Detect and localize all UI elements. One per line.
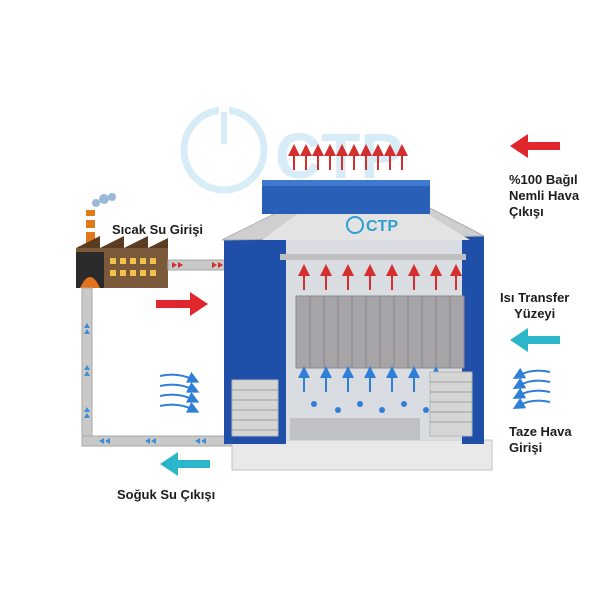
air-wave-icon <box>159 371 200 413</box>
red-arrow-icon <box>156 292 208 316</box>
cold-water-outlet-label: Soğuk Su Çıkışı <box>117 487 216 502</box>
humid-air-outlet-label: %100 Bağıl Nemli Hava Çıkışı <box>509 172 580 219</box>
air-wave-icon <box>512 367 551 409</box>
cyan-arrow-icon <box>510 328 560 352</box>
cold-water-pipe <box>81 287 243 447</box>
hot-water-inlet-label: Sıcak Su Girişi <box>112 222 204 237</box>
right-louver <box>429 371 473 437</box>
left-louver <box>231 379 279 437</box>
brand-logo-watermark: CTP <box>180 106 403 194</box>
red-arrow-icon <box>510 134 560 158</box>
cyan-arrow-icon <box>160 452 210 476</box>
heat-transfer-surface-label: Isı Transfer Yüzeyi <box>500 290 570 321</box>
svg-text:CTP: CTP <box>366 218 398 235</box>
cooling-tower: CTP <box>221 144 493 471</box>
factory-icon <box>76 193 168 288</box>
fresh-air-inlet-label: Taze Hava Girişi <box>509 424 572 455</box>
